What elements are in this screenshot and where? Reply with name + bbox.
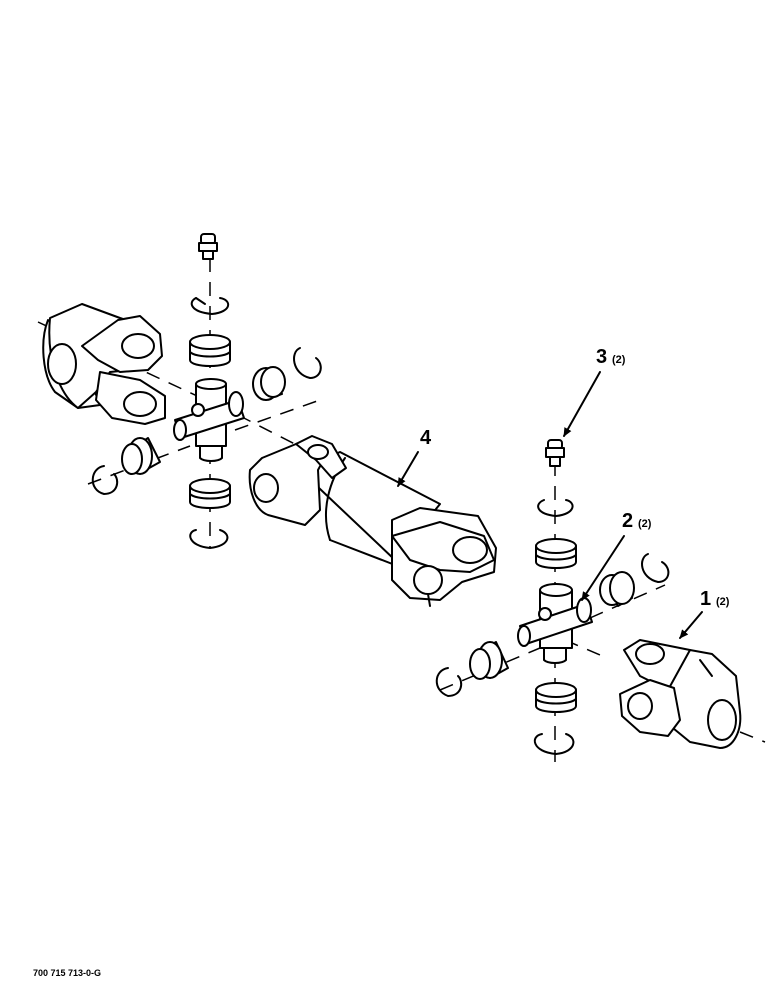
callout-2: 2 (2) — [581, 510, 652, 601]
right-yoke — [619, 639, 742, 749]
right-snap-ring-top — [537, 499, 574, 517]
left-grease-fitting — [198, 233, 218, 260]
right-bearing-cup-left — [469, 641, 509, 680]
callout-3-qty: (2) — [612, 354, 626, 366]
callout-4: 4 — [397, 427, 432, 487]
left-spider-cross — [173, 378, 245, 462]
callout-1-qty: (2) — [716, 596, 730, 608]
right-bearing-cup-right — [599, 571, 635, 607]
left-snap-ring-left — [91, 465, 119, 495]
left-snap-ring-bottom — [189, 529, 229, 549]
right-spider-cross — [517, 583, 593, 664]
left-bearing-cup-right — [252, 366, 286, 401]
left-snap-ring-top — [190, 297, 230, 315]
right-bearing-cup-bottom — [535, 682, 577, 713]
right-bearing-cup-top — [535, 538, 577, 569]
right-grease-fitting — [545, 439, 565, 467]
left-bearing-cup-bottom — [189, 478, 231, 509]
callout-1: 1 (2) — [679, 588, 730, 639]
left-snap-ring-right — [293, 347, 322, 379]
callout-3: 3 (2) — [563, 346, 626, 437]
drawing-reference-number: 700 715 713-0-G — [33, 968, 101, 978]
right-snap-ring-bottom — [533, 733, 575, 755]
callout-1-number: 1 — [700, 588, 711, 610]
callout-2-qty: (2) — [638, 518, 652, 530]
right-snap-ring-left — [435, 667, 463, 697]
left-bearing-cup-top — [189, 334, 231, 367]
left-bearing-cup-left — [121, 437, 161, 475]
center-shaft-tube — [248, 435, 497, 607]
left-universal-joint — [91, 233, 322, 549]
right-snap-ring-right — [641, 553, 670, 583]
callout-3-number: 3 — [596, 346, 607, 368]
callout-4-number: 4 — [420, 427, 432, 449]
right-universal-joint — [435, 439, 670, 755]
callout-2-number: 2 — [622, 510, 633, 532]
left-yoke — [42, 303, 166, 425]
